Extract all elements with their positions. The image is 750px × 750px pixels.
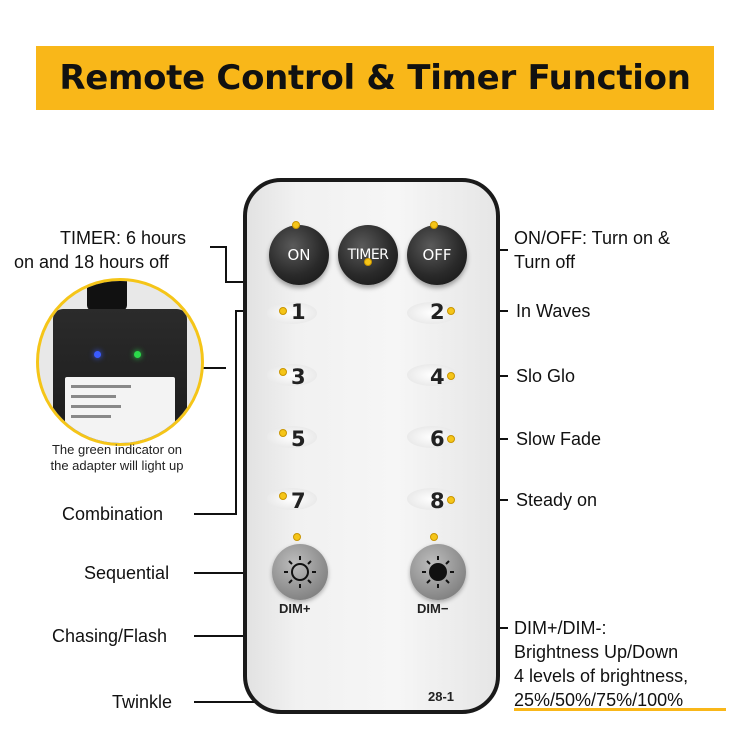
remote-body: ON TIMER OFF 1 2 3 4 5 6 7 8 (243, 178, 500, 714)
dot-1 (279, 307, 287, 315)
dot-dim-minus (430, 533, 438, 541)
number-3: 3 (291, 365, 306, 389)
number-5: 5 (291, 427, 306, 451)
label-sequential: Sequential (84, 563, 170, 583)
green-led-icon (134, 351, 141, 358)
label-dim-line1: DIM+/DIM-: (514, 618, 607, 638)
label-slow-fade: Slow Fade (516, 429, 602, 449)
dim-plus-label: DIM+ (279, 601, 311, 616)
dim-minus-button[interactable] (410, 544, 466, 600)
inset-caption: The green indicator on the adapter will … (50, 442, 184, 473)
adapter-sticker (65, 377, 175, 443)
label-dim-line2: Brightness Up/Down (514, 642, 679, 662)
label-slo-glo: Slo Glo (516, 366, 576, 386)
label-onoff-line2: Turn off (514, 252, 576, 272)
label-onoff-line1: ON/OFF: Turn on & (514, 228, 671, 248)
model-number: 28-1 (428, 689, 455, 704)
title-banner: Remote Control & Timer Function (36, 46, 714, 110)
dot-3 (279, 368, 287, 376)
dot-on (292, 221, 300, 229)
label-twinkle: Twinkle (112, 692, 173, 712)
sun-outline-icon (284, 556, 316, 588)
label-dim-line4: 25%/50%/75%/100% (514, 690, 684, 710)
brightness-underline (514, 708, 726, 711)
label-chasing-flash: Chasing/Flash (52, 626, 168, 646)
button-8[interactable] (407, 488, 457, 510)
label-dim-line3: 4 levels of brightness, (514, 666, 689, 686)
number-1: 1 (291, 300, 306, 324)
label-in-waves: In Waves (516, 301, 591, 321)
off-button[interactable]: OFF (407, 225, 467, 285)
dot-8 (447, 496, 455, 504)
label-timer-line2: on and 18 hours off (14, 252, 169, 272)
dot-4 (447, 372, 455, 380)
number-2: 2 (430, 300, 445, 324)
number-7: 7 (291, 489, 306, 513)
plug-shape (87, 281, 127, 311)
number-4: 4 (430, 365, 445, 389)
blue-led-icon (94, 351, 101, 358)
dot-5 (279, 429, 287, 437)
dot-dim-plus (293, 533, 301, 541)
dot-off (430, 221, 438, 229)
dim-plus-button[interactable] (272, 544, 328, 600)
dot-6 (447, 435, 455, 443)
number-8: 8 (430, 489, 445, 513)
adapter-inset (36, 278, 204, 446)
timer-button[interactable]: TIMER (338, 225, 398, 285)
button-4[interactable] (407, 364, 457, 386)
button-6[interactable] (407, 426, 457, 448)
label-steady-on: Steady on (516, 490, 598, 510)
dot-2 (447, 307, 455, 315)
label-timer-line1: TIMER: 6 hours (60, 228, 187, 248)
dim-minus-label: DIM− (417, 601, 449, 616)
sun-filled-icon (422, 556, 454, 588)
dot-timer (364, 258, 372, 266)
dot-7 (279, 492, 287, 500)
page-title: Remote Control & Timer Function (59, 58, 691, 98)
number-6: 6 (430, 427, 445, 451)
label-combination: Combination (62, 504, 164, 524)
button-2[interactable] (407, 302, 457, 324)
on-button[interactable]: ON (269, 225, 329, 285)
